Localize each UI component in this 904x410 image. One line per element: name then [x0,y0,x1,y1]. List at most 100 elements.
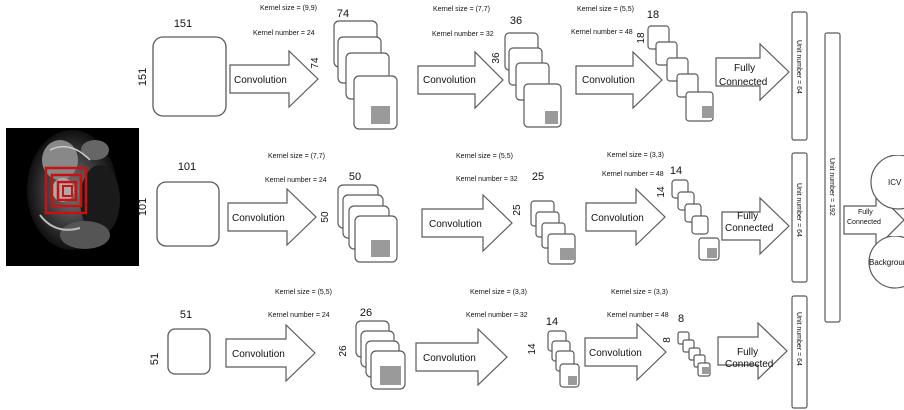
convolution-label: Convolution [232,213,285,224]
input-size-top: 151 [174,18,192,30]
kernel-size-label: Kernel size = (7,7) [268,153,325,160]
convolution-label: Convolution [429,219,482,230]
merged-unit-number-label: Unit number = 192 [828,158,835,216]
kernel-number-label: Kernel number = 48 [607,312,669,319]
convolution-arrow [584,322,667,382]
feature-map-stack [355,320,406,390]
pathway-row-2: 101 101 Convolution Kernel size = (7,7) … [137,152,808,283]
kernel-square [560,248,574,260]
kernel-number-label: Kernel number = 32 [432,31,494,38]
kernel-size-label: Kernel size = (3,3) [607,152,664,159]
feature-size-side: 8 [662,337,673,343]
input-size-top: 51 [180,309,192,321]
feature-size-top: 8 [678,313,684,325]
convolution-label: Convolution [591,213,644,224]
feature-size-top: 18 [647,9,659,21]
kernel-size-label: Kernel size = (9,9) [260,5,317,12]
convolution-label: Convolution [423,353,476,364]
kernel-number-label: Kernel number = 24 [268,312,330,319]
convolution-arrow [417,50,504,110]
input-patch [156,181,220,247]
merge-stage: Unit number = 192 Fully Connected ICV Ba… [824,32,904,323]
kernel-square [380,366,401,385]
convolution-label: Convolution [589,348,642,359]
input-size-side: 51 [149,353,161,365]
feature-map-stack [547,330,580,388]
output-node-background: Background [868,236,904,289]
kernel-number-label: Kernel number = 24 [253,30,315,37]
kernel-number-label: Kernel number = 32 [456,176,518,183]
feature-size-side: 25 [512,204,523,216]
unit-bar [791,11,808,141]
feature-size-top: 74 [337,8,349,20]
kernel-square [702,367,709,374]
feature-size-side: 50 [320,211,331,223]
input-patch [167,328,211,375]
feature-size-side: 18 [636,32,647,44]
fully-connected-label: Fully [734,63,755,74]
output-label-icv: ICV [888,178,902,187]
kernel-square [702,106,712,118]
convolution-arrow [575,50,663,110]
kernel-square [707,248,717,258]
output-fully-connected-label: Connected [847,219,881,226]
input-size-side: 151 [137,68,149,86]
fully-connected-label: Fully [737,211,758,222]
fully-connected-arrow [717,321,788,381]
kernel-square [568,376,577,385]
fully-connected-label: Connected [725,359,773,370]
feature-size-top: 50 [349,171,361,183]
convolution-label: Convolution [582,75,635,86]
feature-size-top: 14 [670,165,682,177]
kernel-square [545,111,558,124]
feature-size-side: 36 [491,52,502,64]
convolution-label: Convolution [234,75,287,86]
fully-connected-label: Connected [719,77,767,88]
fully-connected-label: Connected [725,223,773,234]
unit-bar [791,295,808,409]
mri-input-image [6,128,139,266]
unit-number-label: Unit number = 64 [795,312,802,366]
convolution-arrow [229,49,319,109]
kernel-size-label: Kernel size = (5,5) [456,153,513,160]
convolution-arrow [227,187,317,247]
pathway-row-3: 51 51 Convolution Kernel size = (5,5) Ke… [149,289,808,409]
feature-size-side: 74 [310,57,321,69]
kernel-number-label: Kernel number = 48 [571,29,633,36]
feature-map-stack [333,20,398,130]
fully-connected-arrow [721,196,790,256]
feature-size-side: 26 [338,345,349,357]
feature-size-side: 14 [527,343,538,355]
convolution-arrow [421,193,513,253]
kernel-square [371,106,390,124]
convolution-arrow [415,327,508,387]
kernel-square [371,240,390,257]
kernel-number-label: Kernel number = 24 [265,177,327,184]
feature-size-top: 36 [510,15,522,27]
convolution-arrow [585,187,666,247]
pathway-row-1: 151 151 Convolution Kernel size = (9,9) … [137,5,808,141]
input-patch [152,36,227,117]
merged-unit-bar [824,32,841,323]
feature-size-side: 14 [656,186,667,198]
kernel-size-label: Kernel size = (3,3) [470,289,527,296]
kernel-size-label: Kernel size = (5,5) [577,6,634,13]
convolution-label: Convolution [232,349,285,360]
output-label-background: Background [869,258,904,267]
unit-number-label: Unit number = 64 [795,40,802,94]
unit-bar [791,152,808,283]
feature-size-top: 25 [532,171,544,183]
kernel-size-label: Kernel size = (7,7) [433,6,490,13]
fully-connected-label: Fully [737,347,758,358]
convolution-arrow [225,323,316,383]
fully-connected-arrow [715,42,790,102]
feature-size-top: 26 [360,307,372,319]
output-fully-connected-label: Fully [858,209,873,216]
feature-size-top: 14 [546,316,558,328]
kernel-size-label: Kernel size = (3,3) [611,289,668,296]
kernel-number-label: Kernel number = 48 [602,171,664,178]
input-size-top: 101 [178,161,196,173]
input-size-side: 101 [137,198,149,216]
roi-patches [44,166,88,215]
